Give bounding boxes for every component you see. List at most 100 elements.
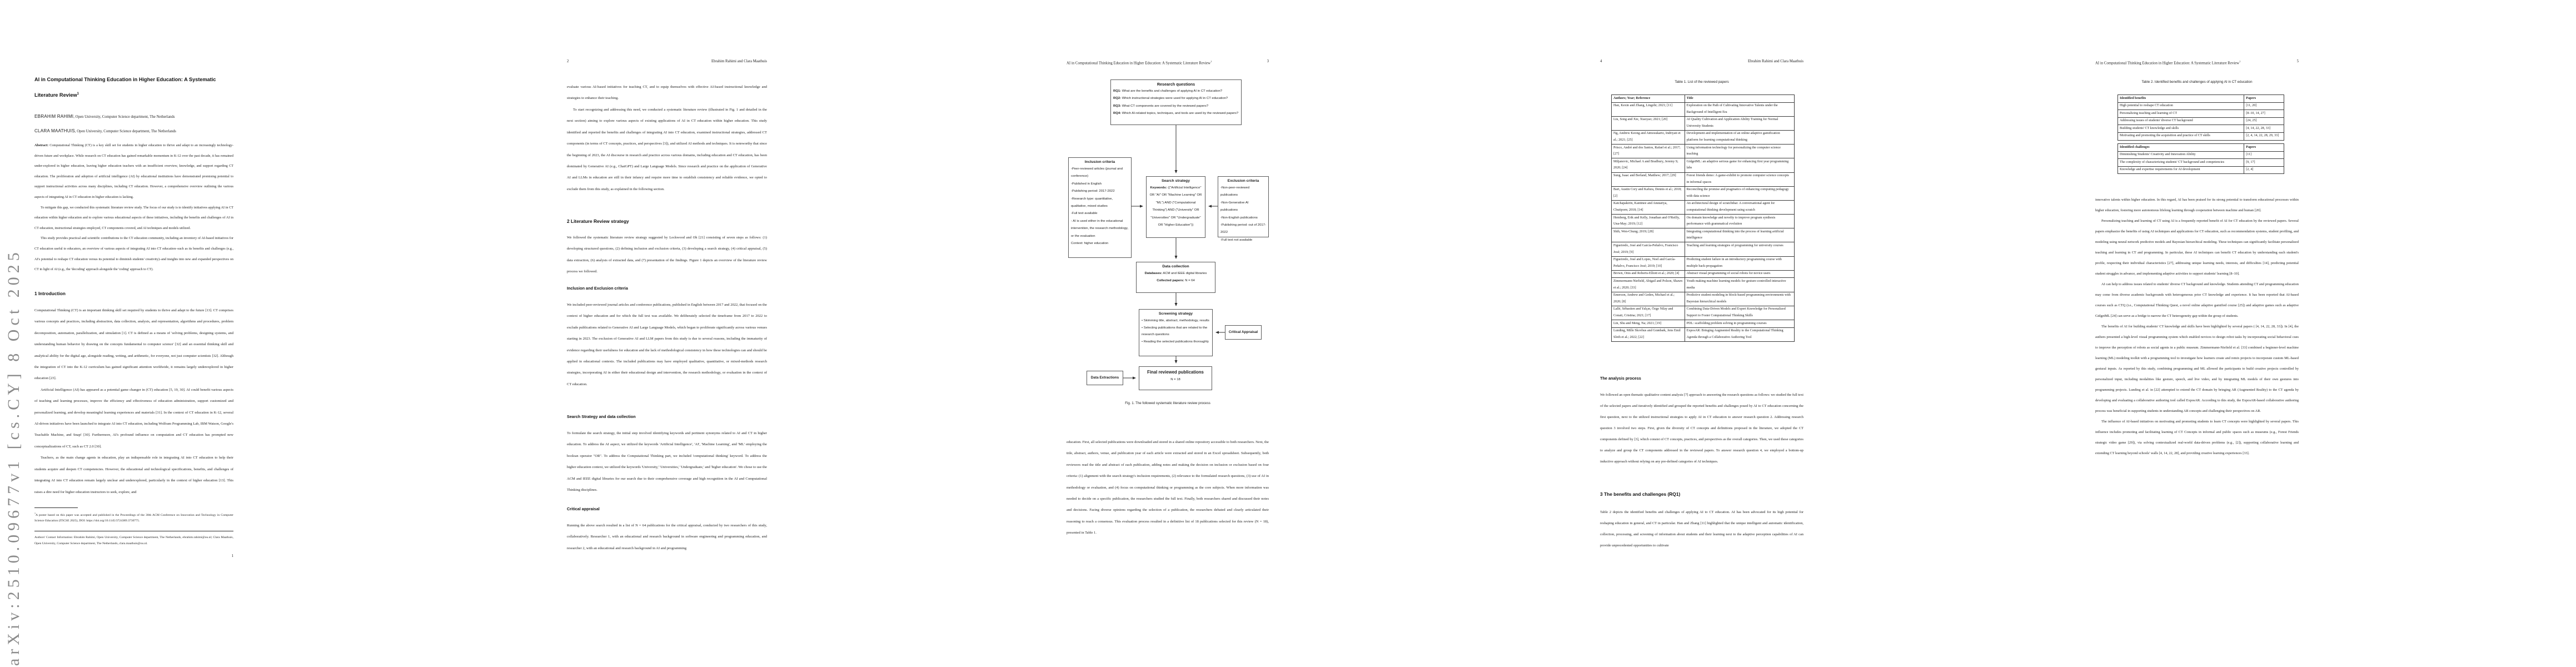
abstract-paragraph: To mitigate this gap, we conducted this … [34, 205, 233, 230]
abstract-paragraph: This study provides practical and scient… [34, 236, 233, 272]
table-cell: [4, 14, 22, 28, 33] [2244, 125, 2284, 133]
body-paragraph: evaluate various AI-based initiatives fo… [567, 85, 767, 101]
search-strategy-box: Search strategy Keywords: (("Artificial … [1146, 176, 1205, 238]
running-title-marker: 1 [1210, 60, 1212, 63]
table-row: Knowledge and expertise requirements for… [2117, 166, 2284, 175]
list-item: -Full text not available [1220, 238, 1253, 242]
column-header: Papers [2244, 143, 2284, 152]
table-cell: Zimmermann-Niefield, Abigail and Polson,… [1611, 277, 1685, 292]
body-paragraph: innovative talents within higher educati… [2095, 198, 2299, 212]
body-paragraph: The benefits of AI for building students… [2095, 325, 2299, 413]
table-header-row: Identified challenges Papers [2117, 143, 2284, 152]
table-cell: Abstract visual programming of social ro… [1684, 270, 1795, 278]
author-line: CLARA MAATHUIS, Open University, Compute… [34, 124, 233, 138]
author-affiliation: , Open University, Computer Science depa… [74, 130, 176, 133]
table-cell: Hemberg, Erik and Kelly, Jonathan and O'… [1611, 214, 1685, 229]
table-row: Motivating and promoting the acquisition… [2117, 132, 2284, 141]
table-cell: PDL: scaffolding problem solving in prog… [1684, 320, 1795, 328]
table-row: Prisco, André and dos Santos, Rafael et … [1611, 144, 1795, 159]
collected-papers-label: Collected papers: [1157, 279, 1184, 283]
rq-label: RQ3: [1113, 104, 1122, 108]
exclusion-criteria-box: Exclusion criteria -Non-peer-reviewed pu… [1218, 176, 1269, 242]
author-name: CLARA MAATHUIS [34, 128, 75, 133]
table-cell: Teaching and learning strategies of prog… [1684, 242, 1795, 257]
body-paragraph: Personalizing teaching and learning of C… [2095, 219, 2299, 276]
box-title: Research questions [1157, 82, 1195, 87]
arxiv-watermark: arXiv:2510.09677v1 [cs.CY] 8 Oct 2025 [4, 248, 23, 666]
table-cell: AI Quality Cultivation and Application A… [1684, 116, 1795, 131]
list-item: -Peer-reviewed articles (journal and con… [1071, 167, 1123, 178]
list-item: • Reading the selected publications thor… [1142, 340, 1209, 344]
section-heading-benefits-challenges: 3 The benefits and challenges (RQ1) [1600, 491, 1681, 497]
table-row: Lin, Shu and Meng, Na; 2021; [19]PDL: sc… [1611, 320, 1795, 328]
table-cell: Lunding, Mille Skovhus and Grønbæk, Jens… [1611, 327, 1685, 342]
criteria-list: -Non-peer-reviewed publications-Non-Gene… [1220, 185, 1266, 244]
abstract-text: Computational Thinking (CT) is a key ski… [34, 143, 234, 199]
running-authors: Ebrahim Rahimi and Clara Maathuis [711, 59, 767, 63]
table-cell: On domain knowledge and novelty to impro… [1684, 214, 1795, 229]
table-cell: Han, Kexin and Zhang, Lingzhi; 2021; [11… [1611, 102, 1685, 117]
rq-line: RQ3: What CT components are covered by t… [1113, 103, 1239, 110]
table-cell: Figueiredo, José and García-Peñalvo, Fra… [1611, 242, 1685, 257]
collected-papers-text: N = 64 [1184, 279, 1195, 283]
table-2-benefits: Identified benefits Papers High potentia… [2117, 94, 2284, 141]
table-cell: Forest friends demo: A game-exhibit to p… [1684, 172, 1795, 187]
rq-text: Which instructional strategies were used… [1121, 97, 1228, 101]
criteria-list: -Peer-reviewed articles (journal and con… [1071, 166, 1129, 247]
table-cell: Ng, Andrew Keong and Atmosukarto, Indriy… [1611, 130, 1685, 145]
rq-text: Which AI-related topics, techniques, and… [1121, 112, 1239, 116]
screening-list: • Skimming title, abstract, methodology,… [1142, 317, 1210, 345]
body-paragraph: Running the above search resulted in a l… [567, 524, 767, 550]
subsection-heading-search-strategy: Search Strategy and data collection [567, 414, 636, 419]
table-cell: Combining Data-Driven Models and Expert … [1684, 305, 1795, 321]
table-cell: High potential to reshape CT education [2117, 102, 2245, 111]
table-row: Sung, Isaac and Berland, Matthew; 2017; … [1611, 172, 1795, 187]
box-title: Exclusion criteria [1227, 179, 1259, 183]
table-row: Han, Kexin and Zhang, Lingzhi; 2021; [11… [1611, 102, 1795, 117]
page-2: 2 Ebrahim Rahimi and Clara Maathuis eval… [515, 0, 1030, 667]
box-title: Data collection [1162, 265, 1189, 268]
body-paragraph: We followed an open thematic qualitative… [1600, 393, 1803, 464]
table-cell: Emerson, Andrew and Geden, Michael et al… [1611, 291, 1685, 306]
body-paragraph: Artificial Intelligence (AI) has appeare… [34, 387, 233, 449]
keywords-text: (("Artificial Intelligence" OR "AI" OR "… [1149, 186, 1202, 227]
abstract-paragraph: Abstract: Computational Thinking (CT) is… [34, 141, 233, 203]
table-cell: An architectural design of scratchthai: … [1684, 200, 1795, 215]
page-5: AI in Computational Thinking Education i… [2061, 0, 2576, 667]
rq-label: RQ2: [1113, 97, 1122, 101]
body-paragraph: We followed the systematic literature re… [567, 236, 767, 274]
table-cell: Using information technology for persona… [1684, 144, 1795, 159]
final-count: N = 18 [1170, 378, 1180, 381]
table-2-caption: Table 2. Identified benefits and challen… [2141, 80, 2253, 84]
table-cell: Integrating computational thinking into … [1684, 228, 1795, 243]
title-footnote-marker: 1 [77, 92, 79, 96]
table-cell: Katchapakirin, Kantinee and Anutariya, C… [1611, 200, 1685, 215]
rq-line: RQ4: Which AI-related topics, techniques… [1113, 110, 1239, 117]
box-title: Final reviewed publications [1147, 370, 1204, 375]
author-name: EBRAHIM RAHIMI [34, 114, 74, 119]
body-paragraph: Table 2 depicts the identified benefits … [1600, 510, 1803, 547]
table-cell: Brown, Onis and Roberts-Elliott et al.; … [1611, 270, 1685, 278]
list-item: -Non-peer-reviewed publications [1220, 186, 1250, 197]
table-1: Authors; Year; Reference Title Han, Kexi… [1611, 94, 1795, 342]
table-cell: Miljanovic, Michael A and Bradbury, Jere… [1611, 158, 1685, 173]
figure-1-flowchart: Research questions RQ1: What are the ben… [1030, 0, 1546, 667]
box-title: Screening strategy [1158, 312, 1193, 316]
list-item: • Selecting publications that are relate… [1142, 326, 1208, 337]
page-number: 5 [2296, 59, 2299, 63]
table-cell: Prisco, André and dos Santos, Rafael et … [1611, 144, 1685, 159]
table-cell: Reconciling the promise and pragmatics o… [1684, 186, 1795, 201]
body-paragraph: Computational Thinking (CT) is an import… [34, 308, 233, 381]
table-header-row: Authors; Year; Reference Title [1611, 94, 1795, 103]
section-heading-literature-review: 2 Literature Review strategy [567, 218, 629, 224]
page-4: 4 Ebrahim Rahimi and Clara Maathuis Tabl… [1546, 0, 2061, 667]
data-collection-box: Data collection Databases: ACM and IEEE … [1136, 262, 1215, 293]
abstract-label: Abstract: [34, 143, 49, 147]
table-cell: [2, 4] [2244, 166, 2284, 175]
body-paragraph: We included peer-reviewed journal articl… [567, 303, 767, 386]
table-cell: [2, 4, 14, 22, 28, 29, 33] [2244, 132, 2284, 141]
table-cell: ExposAR: Bringing Augmented Reality to t… [1684, 327, 1795, 342]
list-item: -Publishing period: out of 2017-2022 [1220, 223, 1266, 235]
column-header: Papers [2244, 94, 2284, 103]
